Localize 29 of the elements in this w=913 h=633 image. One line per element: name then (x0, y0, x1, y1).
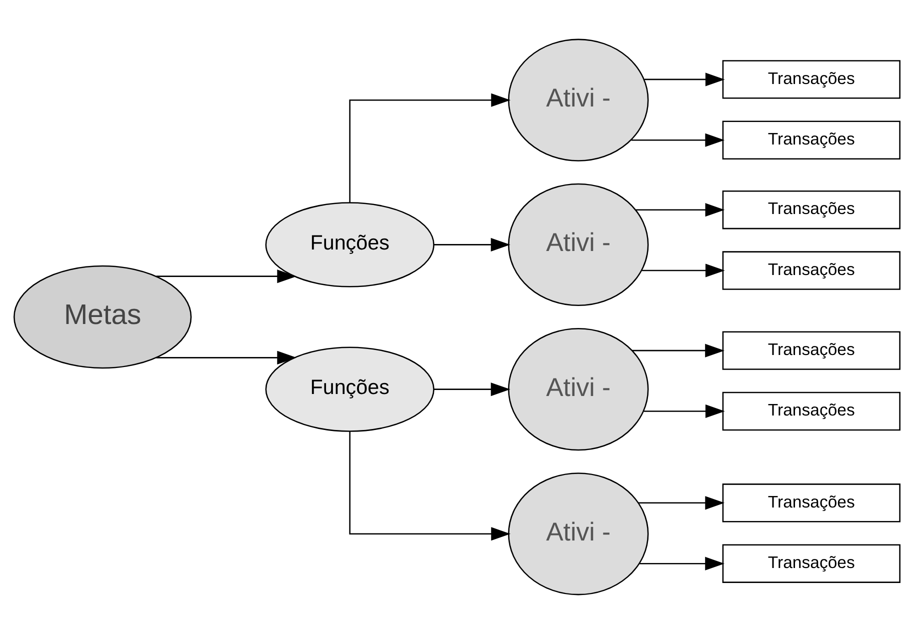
node-box: Transações (722, 483, 900, 522)
node-box: Transações (722, 60, 900, 98)
node-ellipse: Ativi - (508, 327, 648, 450)
node-ellipse: Metas (13, 264, 192, 368)
arrow (635, 202, 724, 216)
arrow (632, 343, 724, 357)
node-box: Transações (722, 330, 900, 370)
arrow (642, 263, 724, 277)
arrow (638, 496, 724, 510)
node-box: Transações (722, 544, 900, 582)
arrow (348, 92, 510, 202)
arrow (156, 350, 296, 364)
node-ellipse: Ativi - (508, 472, 648, 595)
node-box: Transações (722, 190, 900, 229)
node-ellipse: Funções (264, 202, 434, 287)
arrow (156, 269, 296, 283)
arrow (433, 382, 510, 396)
arrow (639, 556, 724, 570)
arrow (644, 72, 724, 86)
node-ellipse: Ativi - (508, 38, 648, 161)
node-box: Transações (722, 250, 900, 290)
arrow (630, 132, 724, 146)
node-ellipse: Ativi - (508, 182, 648, 306)
node-box: Transações (722, 391, 900, 430)
arrow (348, 431, 510, 540)
node-ellipse: Funções (264, 346, 434, 432)
node-box: Transações (722, 120, 900, 159)
arrow (433, 237, 510, 251)
arrow (643, 404, 724, 418)
